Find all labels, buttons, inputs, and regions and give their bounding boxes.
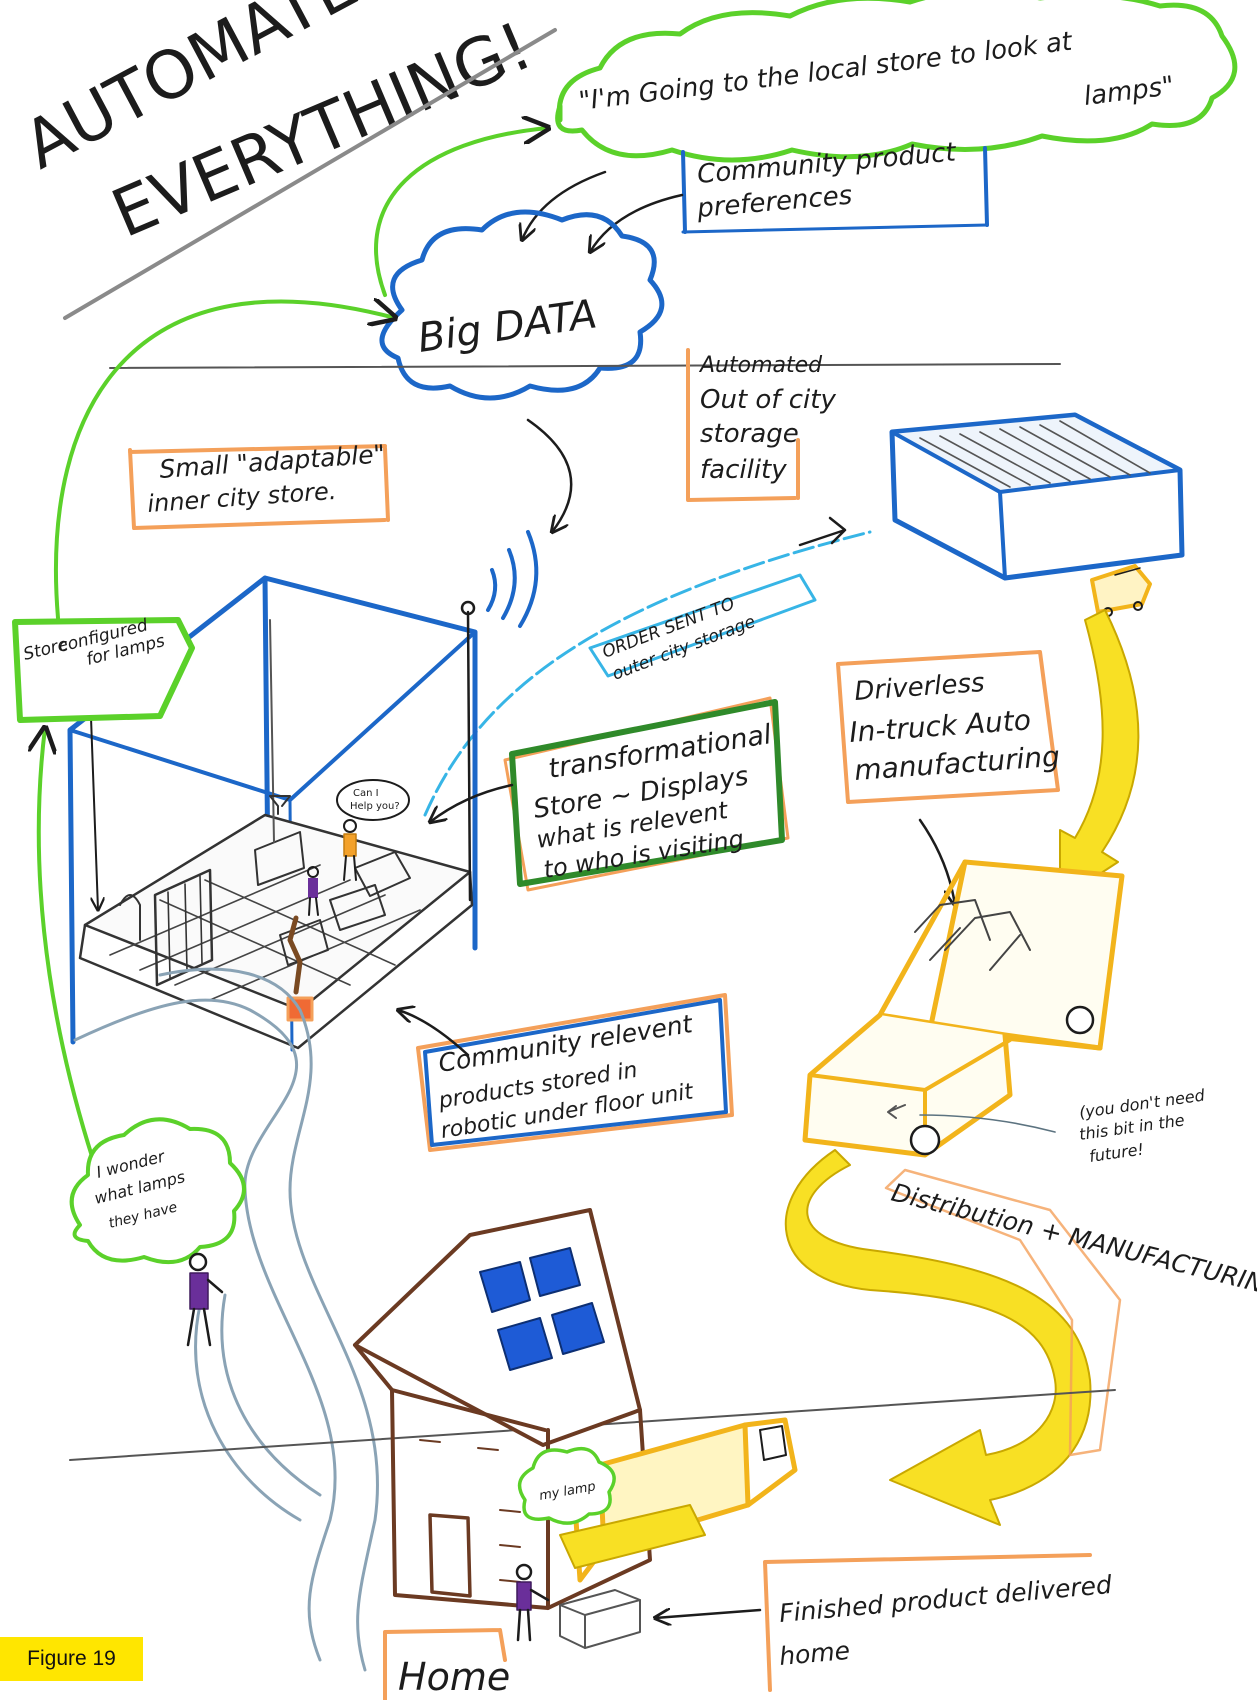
staff-bubble-line-1: Can I [353,788,379,799]
horizon-line [109,363,1061,369]
driverless-line-2: In-truck Auto [848,703,1032,749]
shopper-quote-line-2: lamps" [1082,71,1175,112]
community-relevant-line-1: Community relevent [436,1009,695,1078]
order-sent-label: ORDER SENT TO outer city storage [588,573,817,685]
arrow-driverless-to-truck [918,818,955,905]
driverless-truck [802,859,1125,1158]
small-store-label: Small "adaptable" inner city store. [128,439,390,530]
green-loop-store-to-bigdata [53,301,395,620]
order-signal-line [423,530,872,817]
store-building [67,575,478,1052]
green-loop-shopper-to-store [39,728,100,1177]
small-store-line-1: Small "adaptable" [158,439,386,484]
distribution-label: Distribution + MANUFACTURING [884,1168,1257,1457]
arrow-prefs-to-bigdata [590,193,684,252]
walking-path [73,967,379,1672]
storage-facility-label: Automated Out of city storage facility [686,348,836,502]
finished-line-2: home [778,1636,851,1671]
big-data-label: Big DATA [415,291,600,362]
staff-bubble-line-2: Help you? [350,801,400,812]
home-text: Home [398,1655,510,1699]
arrow-transformational-to-store [430,783,514,822]
yellow-flow-storage-to-truck [1059,609,1140,901]
shopper-figure [186,1252,224,1347]
arrow-bigdata-to-antenna [526,418,573,532]
title-underline [63,28,557,320]
store-customer [307,866,319,916]
shopper-quote-line-1: "I'm Going to the local store to look at [577,27,1074,117]
arrow-quote-to-bigdata [522,170,607,240]
storage-line-4: facility [700,455,787,485]
transformational-box: transformational Store ~ Displays what i… [503,696,790,892]
wonder-bubble: I wonder what lamps they have [69,1117,246,1265]
arrow-to-storage [798,516,847,547]
yellow-flow-distribution [784,1149,1092,1526]
community-relevant-box: Community relevent products stored in ro… [416,993,734,1152]
figure-caption: Figure 19 [0,1637,143,1681]
antenna [460,530,539,902]
home-resident [515,1563,550,1642]
home-label: Home [383,1628,510,1700]
store-staff: Can I Help you? [336,779,410,881]
storage-line-3: storage [700,419,799,449]
delivered-package [559,1589,641,1649]
storage-building [889,412,1185,581]
arrow-finished-to-package [655,1610,762,1618]
arrow-community-to-floor [398,1010,470,1057]
driverless-line-1: Driverless [853,668,985,707]
store-configured-label: Store configured for lamps [12,615,195,723]
future-note-line-3: future! [1088,1139,1145,1165]
title: AUTOMATED EVERYTHING! [11,0,557,320]
house [353,1208,652,1610]
delivery-truck [559,1417,798,1583]
storage-line-2: Out of city [700,385,836,415]
green-loop-bigdata-to-quote [374,128,548,297]
driverless-label: Driverless In-truck Auto manufacturing [836,650,1061,804]
storage-truck [1090,564,1152,617]
driverless-line-3: manufacturing [853,740,1061,787]
solar-panels [479,1247,605,1371]
storage-line-1: Automated [698,353,823,378]
shopper-quote-bubble: "I'm Going to the local store to look at… [555,0,1238,163]
finished-line-1: Finished product delivered [778,1570,1113,1628]
community-preferences-box: Community product preferences [681,137,989,234]
my-lamp-bubble: my lamp [517,1446,616,1525]
small-store-line-2: inner city store. [146,477,337,518]
finished-product-label: Finished product delivered home [763,1553,1113,1692]
